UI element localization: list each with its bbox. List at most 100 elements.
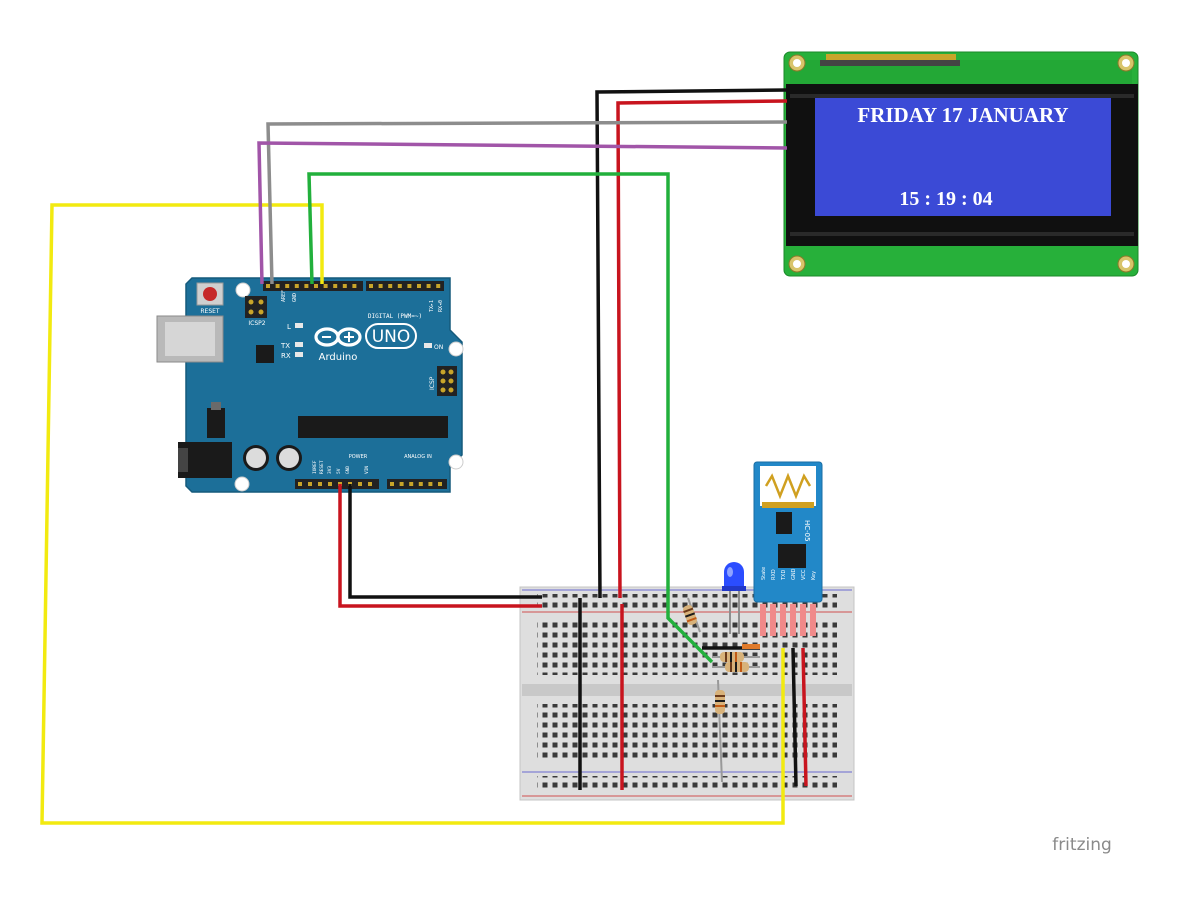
center-channel	[522, 684, 852, 696]
3v3-label: 3V3	[327, 466, 333, 474]
header-pin	[407, 284, 412, 288]
resistor-3	[712, 662, 760, 672]
hc05-pin-label: VCC	[801, 569, 807, 580]
power-label: POWER	[349, 454, 368, 460]
header-pin	[399, 482, 404, 486]
wire-purple	[257, 141, 788, 285]
hc05-header-pins	[760, 604, 816, 636]
wire-black-gnd	[348, 484, 542, 599]
wire-grey	[266, 120, 788, 285]
header-pin	[285, 284, 290, 288]
led-tx-label: TX	[280, 342, 290, 350]
usb-chip	[256, 345, 274, 363]
hc05-pin-label: Key	[811, 571, 817, 580]
rx-pin-label: RX◂0	[438, 300, 444, 312]
lcd-mounting-holes	[788, 54, 1135, 273]
wires	[40, 88, 808, 825]
power-header-pins	[298, 482, 442, 486]
capacitors	[243, 445, 302, 471]
wire-red-5v	[338, 484, 542, 608]
bt-chip	[778, 544, 806, 568]
header-pin	[436, 284, 441, 288]
terminal-strip-upper	[537, 620, 837, 675]
hc05-pin-label: State	[761, 567, 767, 580]
header-pin	[304, 284, 309, 288]
hc05-pin	[810, 604, 816, 636]
header-pin	[298, 482, 302, 486]
led-tx	[295, 342, 303, 347]
header-pin	[314, 284, 318, 288]
digital-label: DIGITAL (PWM=~)	[368, 313, 422, 320]
header-pin	[428, 482, 433, 486]
header-pin	[390, 482, 394, 486]
lcd-screen	[815, 98, 1111, 216]
led-on	[424, 343, 432, 348]
resistor-lead-orange	[742, 644, 760, 649]
header-pin	[333, 284, 338, 288]
brand-label: Arduino	[319, 352, 358, 363]
lcd-line-2: 15 : 19 : 04	[899, 188, 992, 210]
jumper-red-right	[801, 647, 808, 787]
model-label: UNO	[372, 327, 411, 347]
header-pin	[328, 482, 332, 486]
hc05-pin-labels: State RXD TXD GND VCC Key	[761, 567, 817, 581]
resistor-4	[715, 679, 725, 783]
lcd-line-1: FRIDAY 17 JANUARY	[857, 103, 1068, 127]
hc05-pin	[780, 604, 786, 636]
header-pin	[369, 284, 373, 288]
wire-black-lcd	[595, 88, 788, 599]
led-l-label: L	[287, 323, 291, 331]
hc05-pin-label: RXD	[771, 569, 777, 580]
header-pin	[368, 482, 372, 486]
ioref-label: IOREF	[312, 460, 318, 474]
header-pin	[266, 284, 270, 288]
header-pin	[397, 284, 402, 288]
terminal-strip-lower	[537, 704, 837, 759]
led-on-label: ON	[434, 344, 443, 351]
header-pin	[426, 284, 431, 288]
resistor-2	[712, 652, 760, 662]
wire-green	[307, 172, 714, 664]
analog-label: ANALOG IN	[404, 454, 432, 460]
header-pin	[308, 482, 312, 486]
hc05-pin-label: GND	[791, 568, 797, 580]
header-pin	[418, 482, 423, 486]
fritzing-logo-text: fritzing	[1052, 835, 1112, 855]
bt-antenna-area	[760, 466, 816, 506]
lcd-header-pins	[820, 54, 960, 66]
wire-red-lcd	[616, 99, 788, 599]
header-pin	[323, 284, 328, 288]
header-pin	[388, 284, 393, 288]
bottom-power-rail	[537, 776, 837, 792]
header-pin	[378, 284, 383, 288]
digital-header	[263, 281, 444, 291]
resistor-1	[683, 597, 701, 633]
vin-label: VIN	[364, 466, 370, 474]
header-pin	[417, 284, 421, 288]
voltage-regulator	[207, 408, 225, 438]
blue-led	[722, 562, 746, 634]
header-pin	[275, 284, 280, 288]
icsp2-label: ICSP2	[248, 320, 265, 327]
resistors	[683, 597, 760, 783]
hc05-pin	[790, 604, 796, 636]
arduino-uno-board: RESET ICSP2 DIGITAL (PWM=~) AREF GND TX▸…	[156, 277, 464, 493]
tx-pin-label: TX▸1	[429, 300, 435, 312]
breadboard	[519, 586, 855, 801]
led-l	[295, 323, 303, 328]
aref-label: AREF	[281, 290, 287, 302]
arduino-logo: UNO Arduino	[314, 323, 417, 363]
header-pin	[358, 482, 362, 486]
header-pin	[352, 284, 357, 288]
hc05-pin-label: TXD	[781, 570, 787, 581]
header-pin	[409, 482, 414, 486]
lcd-module: FRIDAY 17 JANUARY 15 : 19 : 04	[783, 51, 1139, 277]
bt-chip-small	[776, 512, 792, 534]
wire-yellow	[40, 203, 785, 825]
atmega-chip	[298, 416, 448, 438]
hc05-pin	[760, 604, 766, 636]
digital-header-pins	[266, 284, 441, 288]
5v-label: 5V	[336, 468, 342, 474]
